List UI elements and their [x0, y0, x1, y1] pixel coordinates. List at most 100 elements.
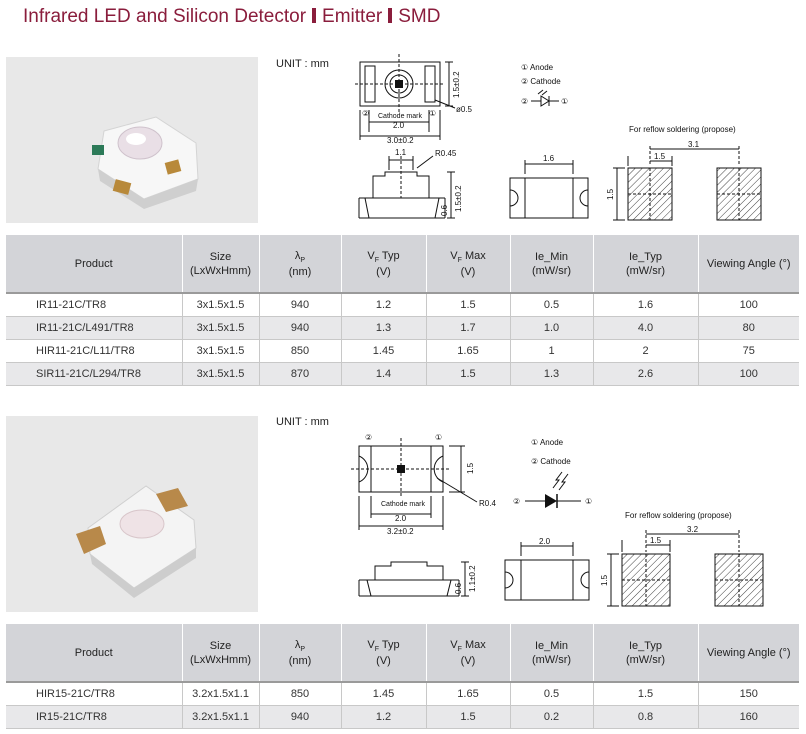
- chip-die: [395, 80, 403, 88]
- cell-ie-min: 1.3: [510, 362, 594, 386]
- cell-vf-typ: 1.3: [341, 316, 427, 340]
- dim-15-side: 1.5: [600, 574, 609, 586]
- dimension-drawing-2: ② ① Cathode mark 2.0 3.2±0.2 R0.4 1.5 ① …: [345, 426, 795, 608]
- cell-wavelength: 940: [259, 293, 342, 317]
- cell-product: HIR11-21C/L11/TR8: [6, 339, 183, 363]
- col-ie-min: Ie_Min(mW/sr): [510, 624, 594, 683]
- dimension-drawing-1: ② ① Cathode mark 2.0 3.0±0.2 ø0.5 1.5±0.…: [345, 48, 795, 230]
- cell-ie-typ: 2: [593, 339, 699, 363]
- side-view-outline: [358, 561, 469, 597]
- reflow-dimension-lines: [613, 146, 761, 221]
- bottom-view-outline: [509, 160, 589, 219]
- cell-wavelength: 940: [259, 705, 342, 729]
- pin2-marker: ②: [362, 109, 369, 118]
- table-row: HIR15-21C/TR8 3.2x1.5x1.1 850 1.45 1.65 …: [6, 682, 799, 706]
- col-size: Size(LxWxHmm): [182, 235, 260, 294]
- cell-wavelength: 850: [259, 339, 342, 363]
- cell-ie-min: 1: [510, 339, 594, 363]
- title-main: Infrared LED and Silicon Detector: [23, 6, 307, 27]
- product-photo-1: [6, 57, 258, 223]
- reflow-label: For reflow soldering (propose): [629, 125, 736, 134]
- title-package: SMD: [398, 6, 441, 27]
- dim-hole: ø0.5: [456, 105, 473, 114]
- svg-text:①: ①: [561, 97, 568, 106]
- svg-text:②: ②: [513, 497, 520, 506]
- chip-die: [397, 465, 405, 473]
- cell-vf-typ: 1.45: [341, 339, 427, 363]
- dim-32: 3.2: [687, 525, 699, 534]
- unit-label: UNIT : mm: [276, 58, 329, 70]
- cell-viewing-angle: 80: [698, 316, 799, 340]
- cell-viewing-angle: 150: [698, 682, 799, 706]
- svg-text:①: ①: [585, 497, 592, 506]
- cell-wavelength: 850: [259, 682, 342, 706]
- cell-wavelength: 870: [259, 362, 342, 386]
- pin2-marker: ②: [365, 433, 372, 442]
- cell-viewing-angle: 75: [698, 339, 799, 363]
- col-vf-typ: VF Typ(V): [341, 624, 427, 683]
- cell-ie-min: 0.5: [510, 682, 594, 706]
- col-ie-typ: Ie_Typ(mW/sr): [593, 624, 699, 683]
- pin1-marker: ①: [429, 109, 436, 118]
- col-vf-max: VF Max(V): [426, 624, 511, 683]
- dim-16: 1.6: [543, 154, 555, 163]
- col-viewing-angle: Viewing Angle (°): [698, 235, 799, 294]
- cathode-mark-label: Cathode mark: [378, 113, 422, 120]
- cell-ie-typ: 1.6: [593, 293, 699, 317]
- col-vf-typ: VF Typ(V): [341, 235, 427, 294]
- table-row: IR11-21C/L491/TR8 3x1.5x1.5 940 1.3 1.7 …: [6, 316, 799, 340]
- table-row: SIR11-21C/L294/TR8 3x1.5x1.5 870 1.4 1.5…: [6, 362, 799, 386]
- cell-vf-max: 1.5: [426, 293, 511, 317]
- col-ie-min: Ie_Min(mW/sr): [510, 235, 594, 294]
- cell-ie-min: 0.5: [510, 293, 594, 317]
- diode-symbol: ② ①: [521, 89, 568, 107]
- product-photo-2: [6, 416, 258, 612]
- dim-height: 1.5±0.2: [454, 185, 463, 212]
- dim-radius: R0.4: [479, 499, 496, 508]
- table-row: HIR11-21C/L11/TR8 3x1.5x1.5 850 1.45 1.6…: [6, 339, 799, 363]
- title-category: Emitter: [322, 6, 383, 27]
- col-vf-max: VF Max(V): [426, 235, 511, 294]
- diode-symbol: ② ①: [513, 471, 592, 508]
- cell-viewing-angle: 100: [698, 293, 799, 317]
- reflow-label: For reflow soldering (propose): [625, 511, 732, 520]
- dim-width: 1.5: [466, 462, 475, 474]
- cell-vf-max: 1.65: [426, 339, 511, 363]
- col-viewing-angle: Viewing Angle (°): [698, 624, 799, 683]
- cell-viewing-angle: 160: [698, 705, 799, 729]
- cell-vf-max: 1.5: [426, 705, 511, 729]
- dim-15-side: 1.5: [606, 188, 615, 200]
- page-title: Infrared LED and Silicon Detector Emitter…: [23, 6, 440, 28]
- cell-size: 3x1.5x1.5: [182, 362, 260, 386]
- dim-20: 2.0: [539, 537, 551, 546]
- cell-vf-typ: 1.4: [341, 362, 427, 386]
- cell-ie-typ: 4.0: [593, 316, 699, 340]
- cell-wavelength: 940: [259, 316, 342, 340]
- dim-length: 2.0: [393, 121, 405, 130]
- cell-product: IR11-21C/TR8: [6, 293, 183, 317]
- col-product: Product: [6, 235, 183, 294]
- cell-ie-typ: 2.6: [593, 362, 699, 386]
- table-header-row: Product Size(LxWxHmm) λP(nm) VF Typ(V) V…: [6, 235, 799, 294]
- top-view-outline: [351, 438, 478, 530]
- cell-vf-typ: 1.2: [341, 705, 427, 729]
- cell-vf-max: 1.7: [426, 316, 511, 340]
- cell-size: 3.2x1.5x1.1: [182, 705, 260, 729]
- cell-product: SIR11-21C/L294/TR8: [6, 362, 183, 386]
- col-product: Product: [6, 624, 183, 683]
- cell-vf-max: 1.65: [426, 682, 511, 706]
- dim-11: 1.1: [395, 148, 407, 157]
- dim-length-total: 3.2±0.2: [387, 527, 414, 536]
- legend-cathode: ② Cathode: [531, 457, 571, 466]
- cell-ie-min: 0.2: [510, 705, 594, 729]
- title-separator: [388, 8, 393, 23]
- cell-product: IR11-21C/L491/TR8: [6, 316, 183, 340]
- cell-viewing-angle: 100: [698, 362, 799, 386]
- dim-31: 3.1: [688, 140, 700, 149]
- col-size: Size(LxWxHmm): [182, 624, 260, 683]
- table-header-row: Product Size(LxWxHmm) λP(nm) VF Typ(V) V…: [6, 624, 799, 683]
- col-wavelength: λP(nm): [259, 235, 342, 294]
- pin1-marker: ①: [435, 433, 442, 442]
- cell-size: 3x1.5x1.5: [182, 316, 260, 340]
- spec-table-1: Product Size(LxWxHmm) λP(nm) VF Typ(V) V…: [6, 235, 799, 386]
